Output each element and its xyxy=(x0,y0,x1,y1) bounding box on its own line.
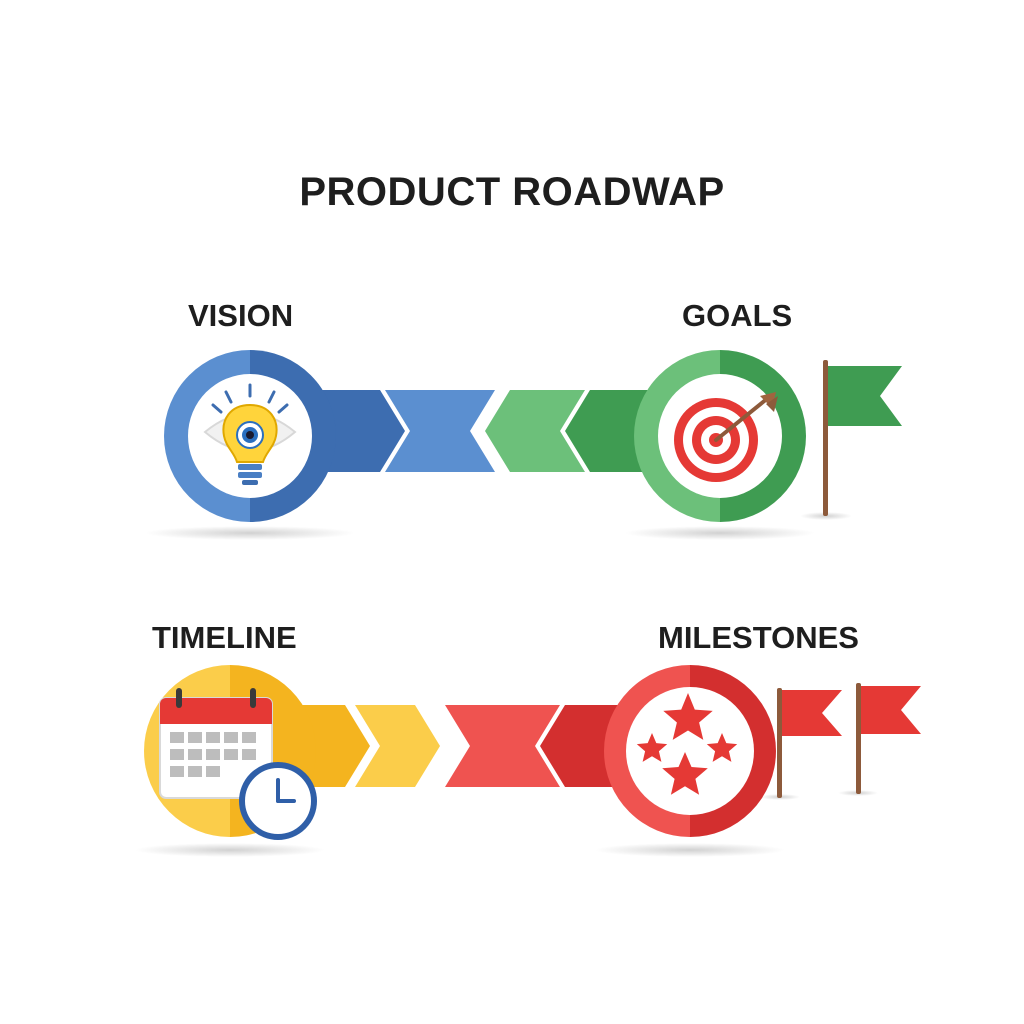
page-title: PRODUCT ROADWAP xyxy=(299,170,725,214)
timeline-node xyxy=(144,665,317,840)
timeline-milestones-row xyxy=(135,665,921,857)
vision-label: VISION xyxy=(188,298,294,333)
red-flag-icon-2 xyxy=(856,683,921,794)
vision-goals-row xyxy=(145,350,902,540)
milestones-node xyxy=(604,665,776,837)
target-arrow-icon xyxy=(674,392,778,482)
calendar-clock-icon xyxy=(159,688,317,840)
lightbulb-eye-icon xyxy=(203,383,297,485)
stars-icon xyxy=(636,693,738,795)
vision-node xyxy=(164,350,336,522)
vision-chevron-2 xyxy=(385,390,495,472)
green-flag-icon xyxy=(823,360,902,516)
red-flag-icon xyxy=(777,688,842,798)
timeline-label: TIMELINE xyxy=(152,620,297,655)
milestones-chevron-1 xyxy=(445,705,560,787)
goals-label: GOALS xyxy=(682,298,793,333)
goals-node xyxy=(634,350,806,522)
timeline-chevron-2 xyxy=(355,705,440,787)
goals-chevron-1 xyxy=(485,390,585,472)
milestones-label: MILESTONES xyxy=(658,620,859,655)
